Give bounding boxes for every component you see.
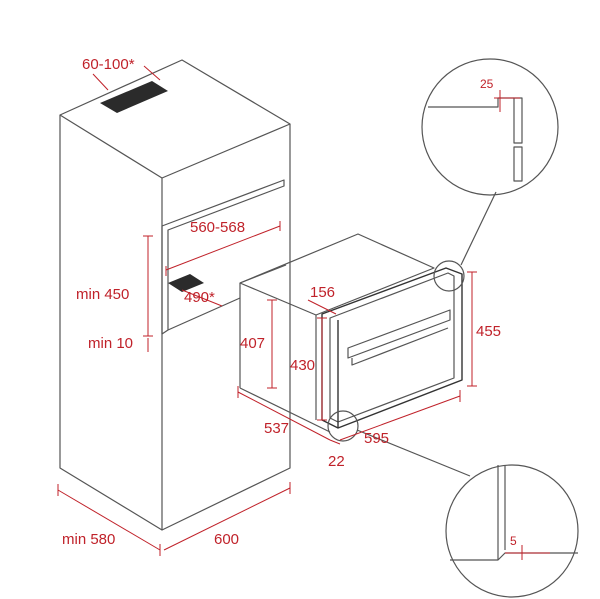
label-oven-body-height: 407 [240, 335, 265, 352]
label-oven-width: 595 [364, 430, 389, 447]
oven-bottom-edge [239, 387, 331, 433]
detail-bottom-floor [450, 552, 578, 561]
label-detail-top: 25 [480, 77, 494, 91]
cabinet [59, 59, 291, 531]
dimension-lines [57, 65, 550, 560]
detail-circle-bottom [445, 464, 579, 598]
top-vent-slot [100, 81, 168, 113]
label-oven-front-depth: 22 [328, 453, 345, 470]
label-vent-bottom: 490* [184, 289, 215, 306]
cabinet-front-edge [161, 124, 291, 531]
label-detail-bottom: 5 [510, 534, 517, 548]
oven-front-frame [321, 267, 463, 429]
oven [239, 233, 463, 433]
label-plinth: min 10 [88, 335, 133, 352]
label-oven-total-height: 455 [476, 323, 501, 340]
niche-floor-edge [167, 297, 241, 331]
callout-line-bottom [356, 429, 471, 477]
callout-line-top [460, 191, 497, 266]
label-oven-depth: 537 [264, 420, 289, 437]
label-vent-top: 60-100* [82, 56, 135, 73]
detail-top-panel-lower [513, 146, 523, 182]
oven-door-handle [347, 309, 451, 359]
label-cabinet-width: 600 [214, 531, 239, 548]
cabinet-left-face [59, 115, 163, 531]
detail-marker-bottom [327, 410, 359, 442]
detail-callouts [327, 58, 579, 598]
label-niche-width: 560-568 [190, 219, 245, 236]
detail-top-profile [428, 97, 514, 108]
label-cabinet-depth: min 580 [62, 531, 115, 548]
detail-circle-top [421, 58, 559, 196]
bottom-vent-slot [168, 274, 204, 292]
dimension-labels: 60-100* 560-568 min 450 490* min 10 min … [62, 56, 517, 548]
cabinet-top-face [59, 59, 291, 179]
oven-top-face [239, 233, 435, 316]
oven-handle-shadow [351, 327, 449, 366]
detail-marker-top [433, 260, 465, 292]
label-niche-height: min 450 [76, 286, 129, 303]
label-oven-front-height: 430 [290, 357, 315, 374]
niche-frame [161, 179, 285, 335]
detail-top-panel [513, 97, 523, 144]
label-oven-offset: 156 [310, 284, 335, 301]
